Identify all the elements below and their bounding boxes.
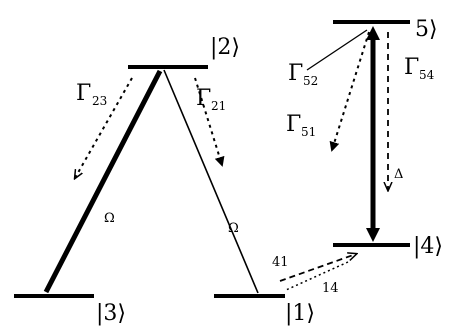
rate-label-52: Γ 52: [288, 61, 318, 88]
decay-21-arrow: [194, 77, 225, 167]
arrowhead-down-4: [366, 228, 380, 242]
label-level-2: |2⟩: [210, 35, 240, 60]
rate-label-14: 14: [322, 281, 339, 296]
transfer-14-arrow: [285, 261, 349, 291]
label-level-4: |4⟩: [413, 234, 443, 259]
rate-label-41: 41: [272, 255, 289, 270]
rate-label-54: Γ 54: [404, 55, 435, 82]
decay-23-arrow: [75, 77, 133, 178]
rate-label-21: Γ 21: [196, 86, 226, 113]
svg-text:Γ: Γ: [76, 81, 91, 106]
svg-text:41: 41: [272, 255, 289, 270]
svg-text:Γ: Γ: [196, 86, 211, 111]
svg-text:Γ: Γ: [404, 55, 419, 80]
rate-label-23: Γ 23: [76, 81, 107, 108]
label-level-5: 5⟩: [415, 17, 438, 42]
svg-text:14: 14: [322, 281, 339, 296]
coupling-label-left: Ω: [104, 211, 115, 226]
svg-text:52: 52: [303, 74, 318, 88]
coupling-1-2-line: [163, 69, 259, 294]
label-level-1: |1⟩: [285, 301, 315, 326]
label-level-3: |3⟩: [96, 301, 126, 326]
svg-text:54: 54: [419, 68, 435, 82]
svg-text:Γ: Γ: [286, 112, 301, 137]
svg-text:23: 23: [92, 94, 107, 108]
rate-label-51: Γ 51: [286, 112, 316, 139]
svg-text:21: 21: [211, 99, 226, 113]
transfer-41-arrow: [279, 254, 356, 282]
svg-text:Γ: Γ: [288, 61, 303, 86]
delta-label: Δ: [394, 167, 403, 182]
arrowhead-up-5: [366, 26, 380, 40]
svg-text:51: 51: [301, 125, 316, 139]
coupling-label-right: Ω: [228, 221, 239, 236]
decay-52-arrow: [306, 29, 368, 71]
coupling-3-2-line: [43, 69, 163, 294]
